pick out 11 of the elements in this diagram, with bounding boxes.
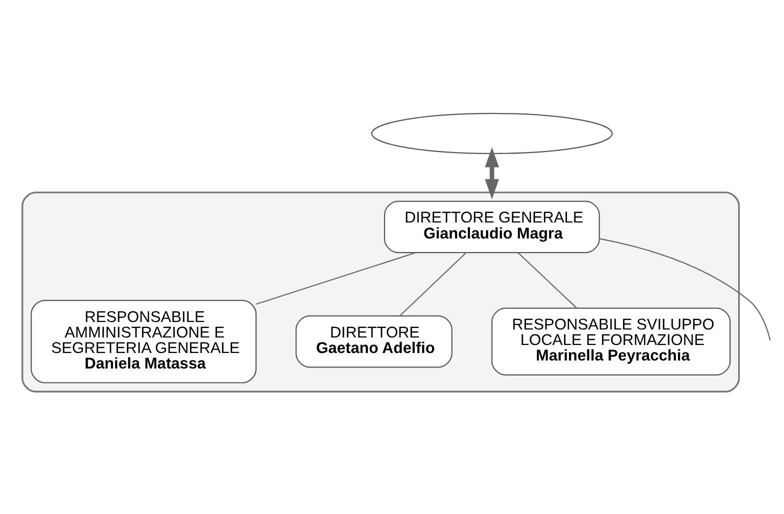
arrow (484, 147, 499, 200)
node-ellipse (371, 112, 613, 154)
connector (256, 252, 416, 305)
node-box: RESPONSABILE AMMINISTRAZIONE E SEGRETERIA GENERALE Daniela Matassa (30, 300, 257, 384)
connector (599, 238, 771, 340)
cluster (22, 192, 740, 392)
node-box: DIRETTORE GENERALE Gianclaudio Magra (384, 200, 600, 254)
node-box: RESPONSABILE SVILUPPO LOCALE E FORMAZIONE Marinella Peyracchia (491, 308, 731, 376)
connector (399, 252, 466, 316)
connector (518, 252, 578, 309)
node-box: DIRETTORE Gaetano Adelfio (296, 315, 452, 368)
